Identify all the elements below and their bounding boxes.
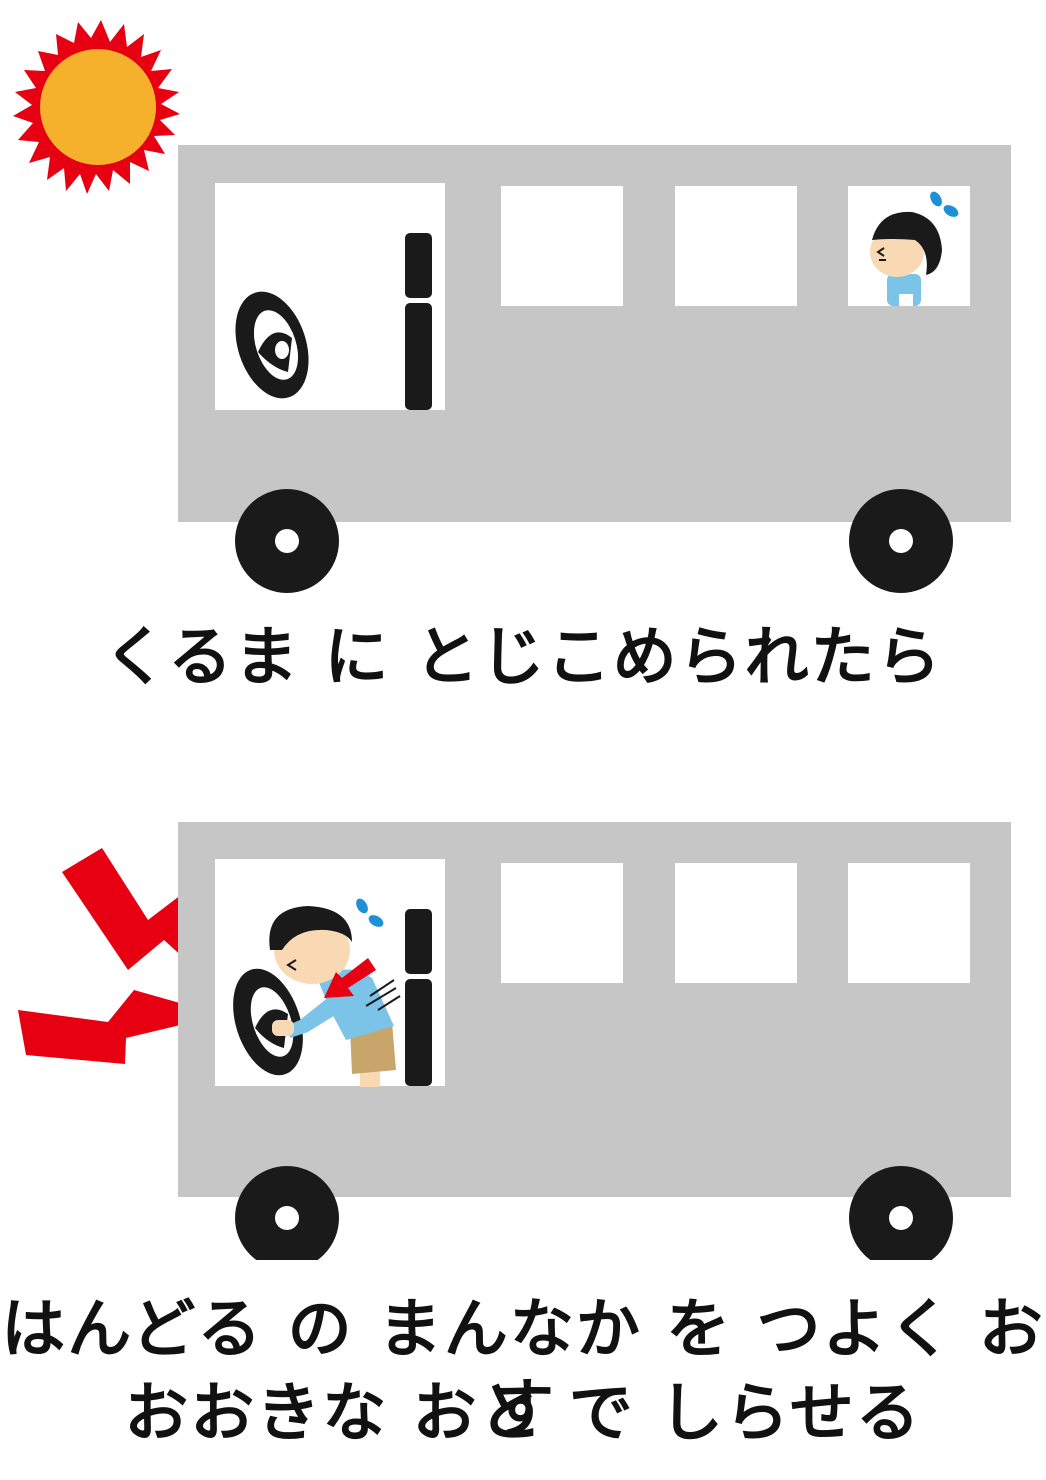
caption-scene2-line1: はんどる の まんなか を つよく おす	[1, 1293, 1045, 1447]
seat-post	[405, 909, 432, 974]
alert-bolt-icon	[18, 990, 222, 1064]
steering-wheel-icon	[233, 968, 303, 1076]
bus-window	[501, 863, 623, 983]
seat-post	[405, 303, 432, 410]
bus-window	[501, 186, 623, 306]
sweat-drop-icon	[930, 191, 959, 217]
bus-window	[675, 186, 797, 306]
child-icon	[870, 211, 942, 306]
wheel-front	[235, 489, 339, 593]
caption-scene2-line2: おおきな おと で しらせる	[124, 1377, 922, 1451]
bus-window	[848, 863, 970, 983]
seat-post	[405, 979, 432, 1086]
sun-icon	[13, 20, 180, 194]
seat-post	[405, 233, 432, 298]
wheel-front	[235, 1166, 339, 1260]
scene-trapped	[0, 0, 1046, 620]
scene-honk	[0, 800, 1046, 1260]
caption-scene1: くるま に とじこめられたら	[103, 621, 943, 695]
alert-bolt-icon	[62, 848, 230, 1000]
sweat-drop-icon	[356, 898, 384, 927]
push-arrow-icon	[324, 958, 401, 1011]
wheel-rear	[849, 1166, 953, 1260]
bus-window	[675, 863, 797, 983]
wheel-rear	[849, 489, 953, 593]
steering-wheel-icon	[235, 291, 309, 399]
